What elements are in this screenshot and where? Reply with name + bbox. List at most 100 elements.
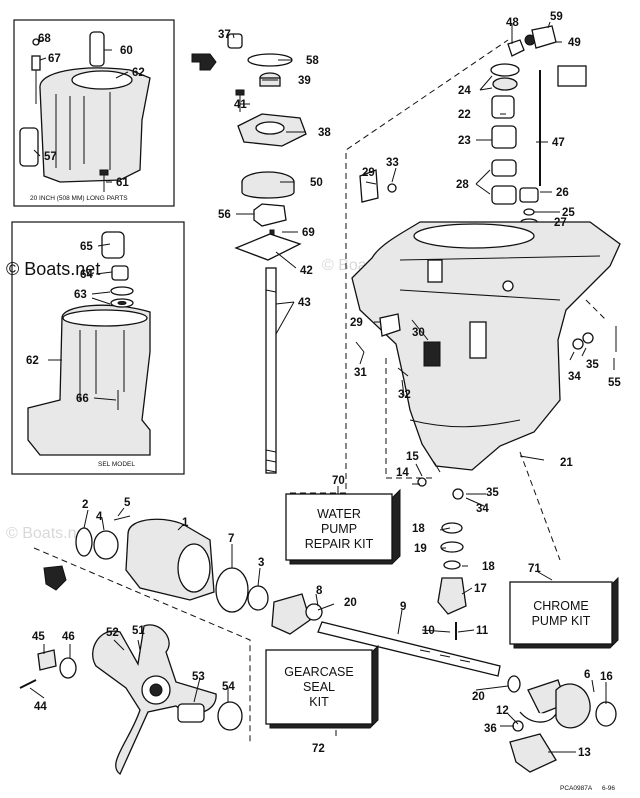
label-69: 69	[302, 227, 315, 239]
bearing-4	[93, 530, 119, 560]
clip-49	[531, 25, 557, 49]
retainer-12	[519, 711, 557, 723]
pump-plate	[234, 233, 302, 261]
label-58: 58	[306, 55, 319, 67]
label-29b: 29	[350, 317, 363, 329]
watermark-faint-left: © Boats.net	[6, 525, 90, 542]
label-20b: 20	[472, 691, 485, 703]
shift-bracket	[509, 733, 557, 773]
trim-tab-30	[423, 341, 441, 367]
inset-top-caption: 20 INCH (508 MM) LONG PARTS	[30, 195, 128, 202]
kit-gearcase-seal: GEARCASE SEAL KIT	[265, 644, 379, 729]
label-55: 55	[608, 377, 621, 389]
label-68: 68	[38, 33, 51, 45]
label-35a: 35	[586, 359, 599, 371]
thrust-hub	[177, 703, 205, 723]
label-52: 52	[106, 627, 119, 639]
label-53: 53	[192, 671, 205, 683]
pinion-gear	[437, 577, 467, 615]
label-71: 71	[528, 563, 541, 575]
label-57: 57	[44, 151, 57, 163]
label-1: 1	[182, 517, 189, 529]
label-62a: 62	[132, 67, 145, 79]
label-7: 7	[228, 533, 234, 545]
label-70: 70	[332, 475, 345, 487]
label-39: 39	[298, 75, 311, 87]
label-49: 49	[568, 37, 581, 49]
label-16: 16	[600, 671, 613, 683]
propeller-group	[19, 624, 243, 775]
label-29a: 29	[362, 167, 375, 179]
label-62b: 62	[26, 355, 39, 367]
label-30: 30	[412, 327, 425, 339]
label-9: 9	[400, 601, 406, 613]
label-4: 4	[96, 511, 103, 523]
impeller	[253, 203, 287, 227]
label-24: 24	[458, 85, 471, 97]
label-61: 61	[116, 177, 129, 189]
label-35b: 35	[486, 487, 499, 499]
label-47: 47	[552, 137, 565, 149]
prop-nut	[37, 649, 57, 671]
inset-bottom-caption: SEL MODEL	[98, 461, 135, 468]
gear-and-shaft-group	[271, 593, 617, 773]
label-31: 31	[354, 367, 367, 379]
label-66: 66	[76, 393, 89, 405]
label-23: 23	[458, 135, 471, 147]
label-11: 11	[476, 625, 489, 637]
label-43: 43	[298, 297, 311, 309]
label-63: 63	[74, 289, 87, 301]
anode-29-top	[359, 169, 379, 203]
leader-lines	[29, 21, 615, 753]
part-labels: 68 67 60 62 57 61 65 64 63 62 66 37 58 3…	[26, 11, 621, 759]
water-pump-kit-line2: PUMP	[321, 522, 357, 536]
label-12: 12	[496, 705, 509, 717]
label-45: 45	[32, 631, 45, 643]
label-44: 44	[34, 701, 47, 713]
label-2: 2	[82, 499, 88, 511]
label-72: 72	[312, 743, 325, 755]
label-3: 3	[258, 557, 264, 569]
exhaust-housing-long	[39, 67, 151, 183]
guide-lines	[33, 39, 607, 742]
label-41: 41	[234, 99, 247, 111]
forward-gear	[271, 593, 311, 635]
inset-sel-model: SEL MODEL	[11, 221, 185, 475]
driveshaft	[265, 267, 277, 474]
bushing	[19, 127, 39, 167]
pinion-group	[437, 522, 467, 615]
gearcase-housing	[351, 221, 621, 471]
chrome-pump-kit-line1: CHROME	[533, 599, 589, 613]
seal-icon	[557, 65, 587, 87]
label-10: 10	[422, 625, 435, 637]
sealant-icon	[191, 53, 217, 71]
gearcase-seal-kit-line2: SEAL	[303, 680, 335, 694]
label-27: 27	[554, 217, 567, 229]
sealant-icon-lower	[43, 565, 67, 591]
propeller-shaft	[317, 621, 501, 677]
label-19: 19	[414, 543, 427, 555]
label-13: 13	[578, 747, 591, 759]
anode-29-side	[379, 313, 401, 337]
gearcase-seal-kit-line1: GEARCASE	[284, 665, 353, 679]
chrome-pump-kit-line2: PUMP KIT	[532, 614, 591, 628]
label-42: 42	[300, 265, 313, 277]
label-25: 25	[562, 207, 575, 219]
label-64: 64	[80, 269, 93, 281]
drawing-date: 6-96	[602, 785, 615, 792]
screw-48	[507, 39, 525, 57]
label-33: 33	[386, 157, 399, 169]
shift-and-bearing-stack	[490, 25, 587, 226]
label-6: 6	[584, 669, 590, 681]
water-pump-kit-line3: REPAIR KIT	[305, 537, 374, 551]
label-54: 54	[222, 681, 235, 693]
label-18b: 18	[482, 561, 495, 573]
label-46: 46	[62, 631, 75, 643]
gearcase-seal-kit-line3: KIT	[309, 695, 329, 709]
label-26: 26	[556, 187, 569, 199]
label-14: 14	[396, 467, 409, 479]
chrome-pump-kit-box	[509, 581, 613, 645]
label-15: 15	[406, 451, 419, 463]
drawing-code: PCA0987A	[560, 785, 593, 792]
